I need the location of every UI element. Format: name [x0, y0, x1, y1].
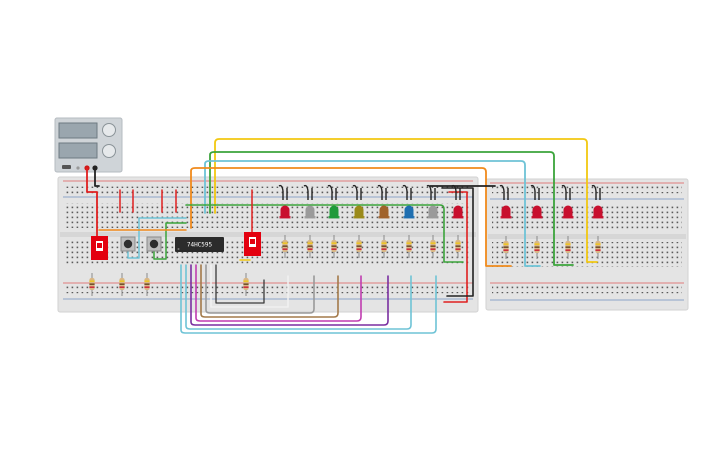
led-row-right [499, 184, 604, 219]
resistor-icon [119, 273, 125, 296]
resistor-icon [307, 235, 313, 258]
led-row-main [278, 184, 464, 219]
resistor-icon [282, 235, 288, 258]
resistor-icon [243, 273, 249, 296]
led-icon [303, 184, 316, 219]
led-icon [499, 184, 512, 219]
resistor-icon [534, 236, 540, 259]
led-icon [426, 184, 439, 219]
ic-chip-icon: 74HC595 [175, 237, 224, 252]
led-icon [402, 184, 415, 219]
led-icon [352, 184, 365, 219]
resistor-icon [595, 236, 601, 259]
resistor-icon [503, 236, 509, 259]
resistor-icon [331, 235, 337, 258]
slide-switch-icon [244, 232, 261, 256]
resistor-icon [406, 235, 412, 258]
push-button-icon [146, 236, 162, 252]
resistor-icon [381, 235, 387, 258]
led-icon [530, 184, 543, 219]
led-icon [591, 184, 604, 219]
led-icon [278, 184, 291, 219]
led-icon [451, 184, 464, 219]
main-breadboard [57, 176, 479, 313]
led-icon [327, 184, 340, 219]
resistor-row [89, 235, 601, 296]
resistor-icon [89, 273, 95, 296]
led-icon [377, 184, 390, 219]
resistor-icon [565, 236, 571, 259]
led-icon [561, 184, 574, 219]
resistor-icon [455, 235, 461, 258]
push-button-icon [120, 236, 136, 252]
jumper-wires [86, 138, 598, 334]
chip-label: 74HC595 [187, 242, 213, 249]
power-supply-icon [54, 117, 123, 173]
resistor-icon [430, 235, 436, 258]
resistor-icon [356, 235, 362, 258]
resistor-icon [144, 273, 150, 296]
slide-switch-icon [91, 236, 108, 260]
